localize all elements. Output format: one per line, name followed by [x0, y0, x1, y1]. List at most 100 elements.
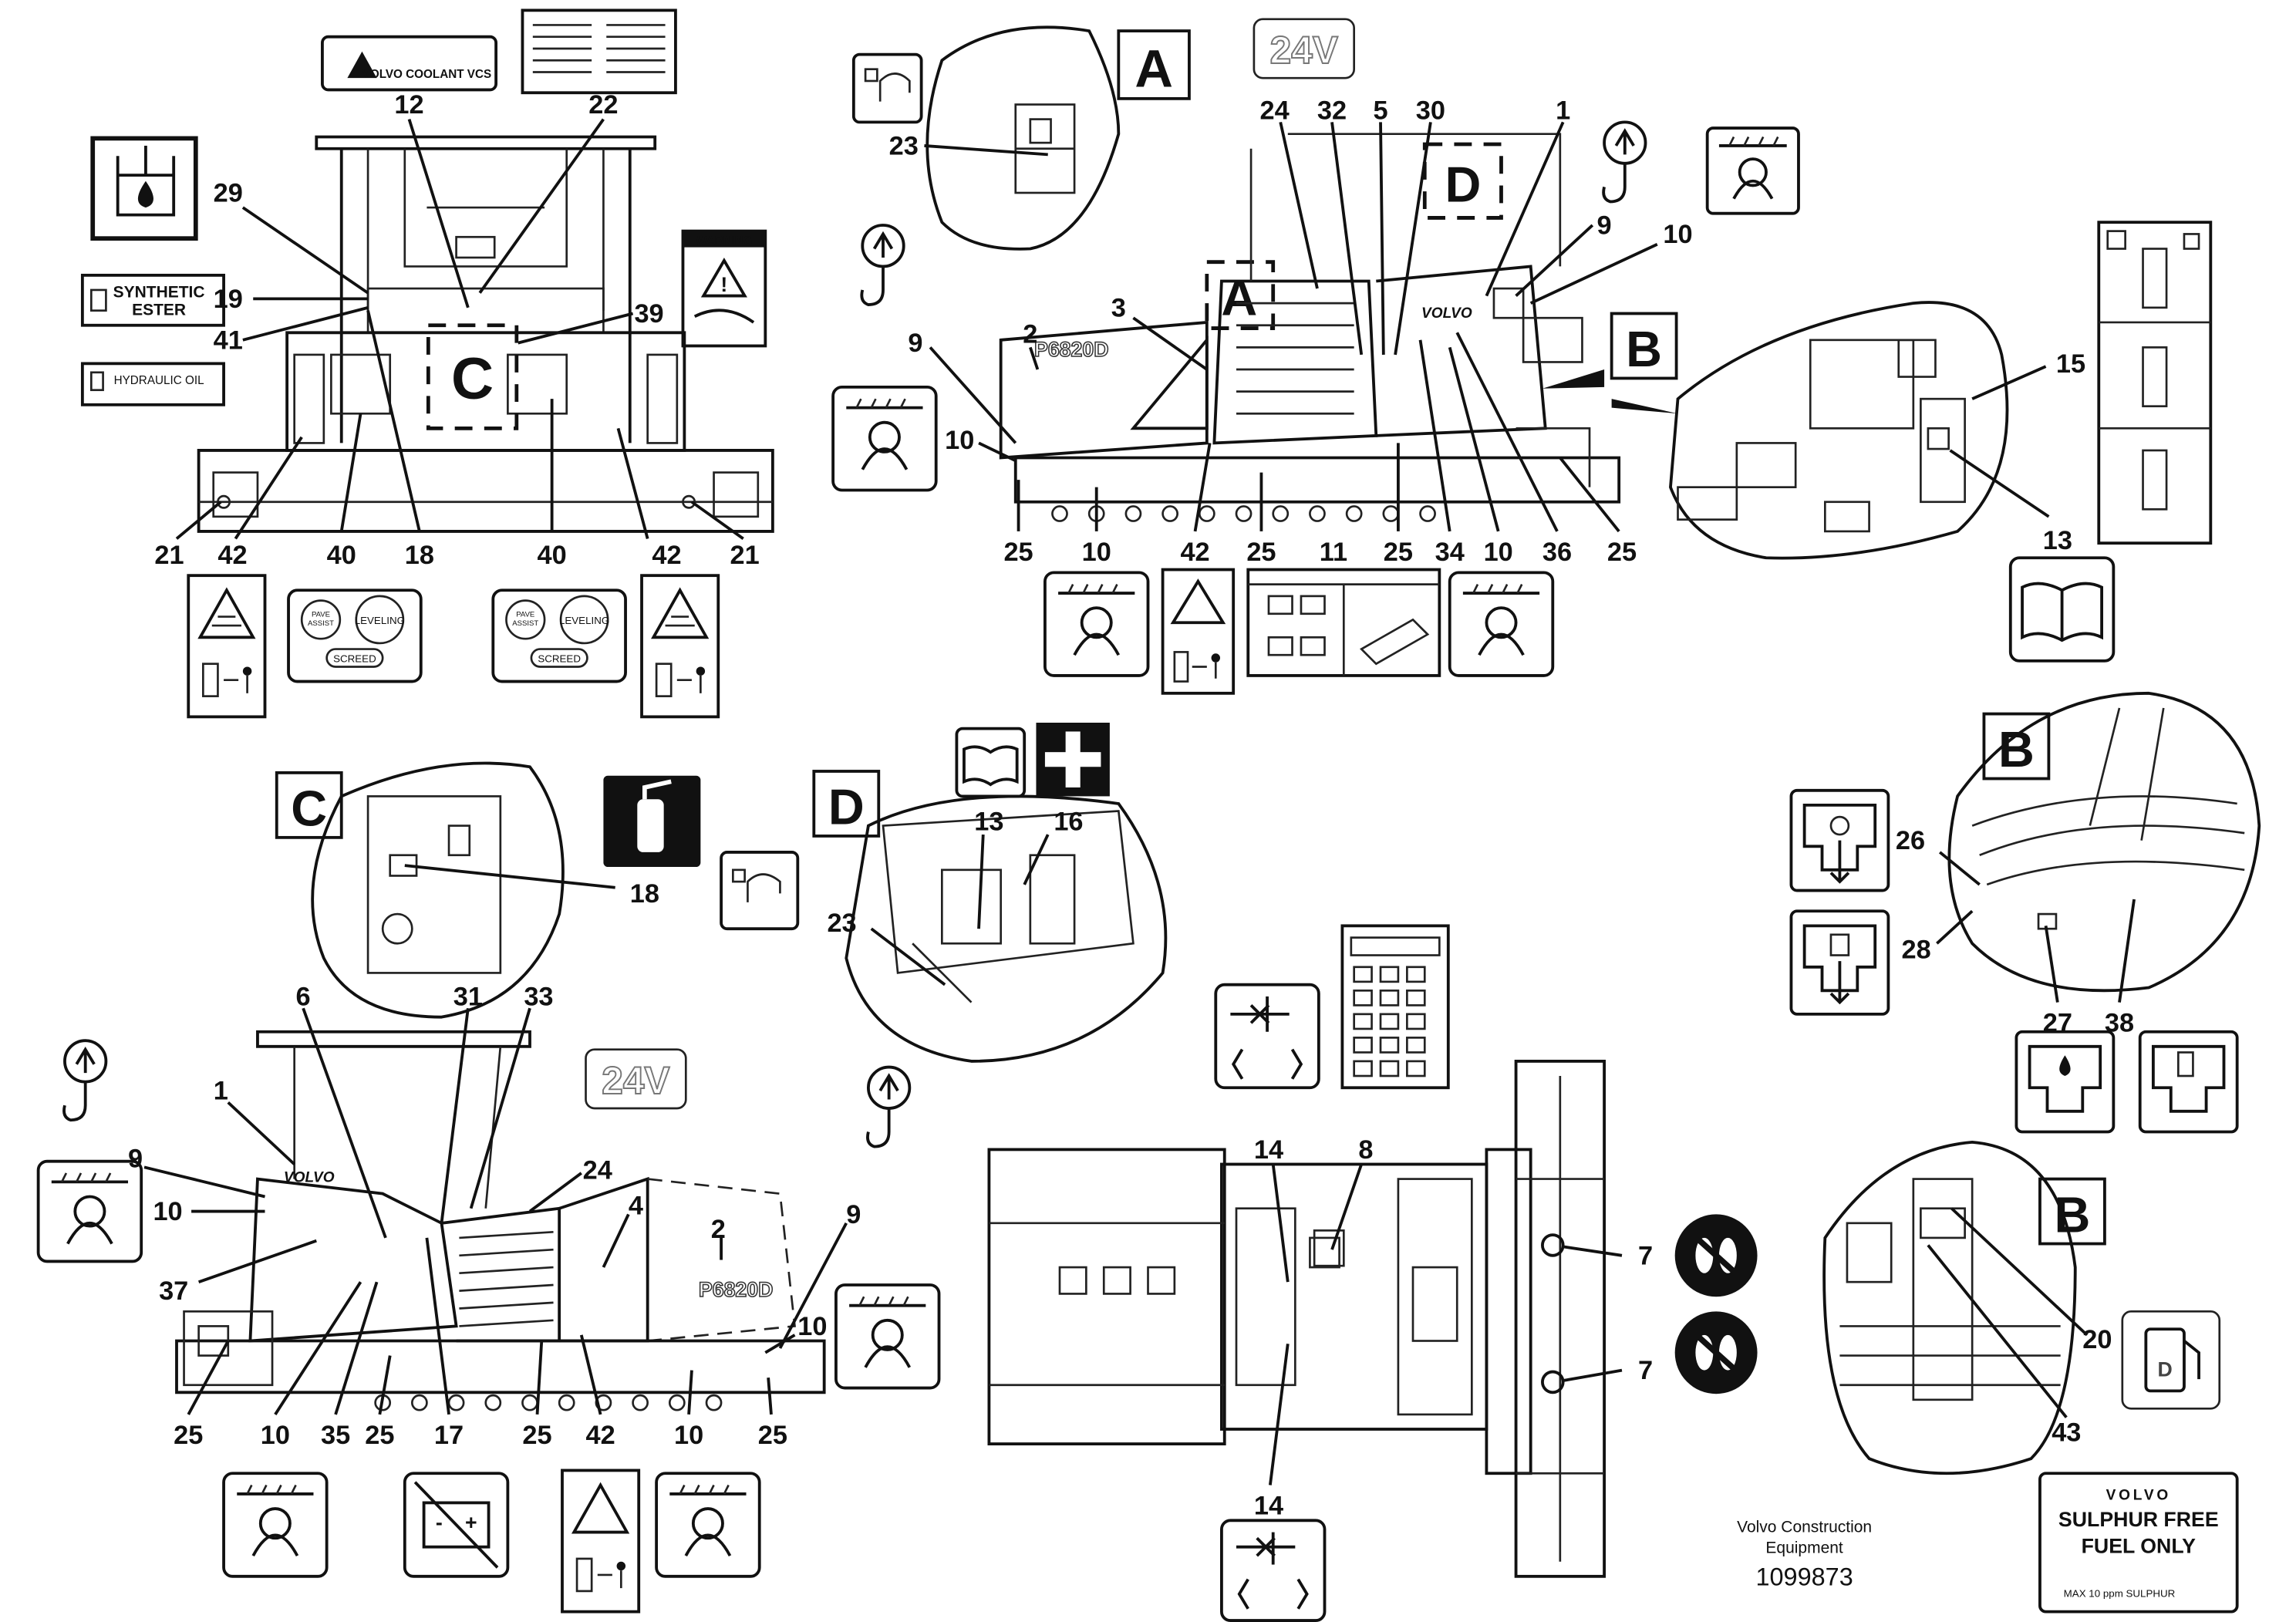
tie-down-decal-bottom-1: [1043, 571, 1150, 677]
safety-instructions-sheet: [1340, 924, 1450, 1090]
svg-text:PAVE: PAVE: [516, 611, 534, 619]
callout-1a: 1: [1556, 96, 1570, 126]
box-b-label-bottom: B: [2055, 1186, 2091, 1243]
instruction-decal-top: [521, 8, 677, 95]
detail-c-group: C 18: [275, 761, 701, 1019]
synthetic-ester-decal: SYNTHETIC ESTER: [80, 273, 225, 327]
callout-9c: 9: [128, 1144, 143, 1173]
callout-13a: 13: [2043, 526, 2072, 555]
box-b-frame-top: [1610, 312, 1678, 380]
box-c-frame: [275, 771, 343, 839]
warning-text: WARNING: [696, 234, 753, 248]
crush-hazard-decal-bottom: [561, 1469, 641, 1614]
leveling-text-right: LEVELING: [559, 615, 609, 626]
callout-29: 29: [214, 178, 243, 207]
lift-point-icon-top-1: [860, 224, 905, 306]
tie-down-icon-bottom-left: [36, 1159, 143, 1263]
svg-text:ASSIST: ASSIST: [308, 619, 334, 628]
fuel-letter: D: [2158, 1357, 2173, 1381]
pinch-point-decal-top: [1214, 983, 1320, 1090]
callout-1b: 1: [214, 1077, 228, 1106]
diesel-fuel-icon: D: [2121, 1310, 2221, 1410]
detail-b-fuel-group: B 20 43 D VOLVO SULPHUR FREE FUEL ONLY M…: [1822, 1140, 2239, 1614]
callout-25g: 25: [522, 1421, 551, 1450]
manual-book-icon-mid: [955, 727, 1027, 798]
svg-text:+: +: [465, 1511, 477, 1534]
callout-27: 27: [2043, 1009, 2072, 1038]
callout-36: 36: [1542, 538, 1572, 567]
brand-badge-bottom: VOLVO: [284, 1169, 335, 1185]
synthetic-text: SYNTHETIC: [113, 283, 205, 301]
sulphur-note: MAX 10 ppm SULPHUR: [2064, 1588, 2176, 1600]
callout-24b: 24: [583, 1156, 612, 1185]
callout-22: 22: [588, 90, 618, 120]
detail-a-bubble: [925, 25, 1121, 251]
box-b-label-mid: B: [1998, 721, 2035, 777]
callout-10f: 10: [797, 1312, 827, 1341]
box-d-frame: [812, 770, 881, 838]
lift-point-icon-bottom-1: [62, 1039, 108, 1122]
side-top-callout-lines: [929, 121, 1658, 533]
callout-35: 35: [321, 1421, 350, 1450]
svg-text:-: -: [436, 1511, 443, 1534]
detail-b-bubble-mid: [1947, 691, 2261, 993]
callout-20: 20: [2082, 1325, 2112, 1354]
callout-24a: 24: [1260, 96, 1290, 126]
callout-9b: 9: [908, 329, 922, 358]
box-a-frame: [1117, 29, 1191, 100]
crush-hazard-decal-top: [1161, 568, 1236, 695]
callout-13b: 13: [974, 807, 1003, 836]
paver-top-outline: [987, 1060, 1606, 1578]
detail-d-marker: [1422, 142, 1503, 220]
tie-down-icon-top-right: [1705, 126, 1800, 215]
coolant-text: VOLVO COOLANT VCS: [362, 68, 491, 81]
rear-callout-lines: [175, 118, 744, 541]
callout-10d: 10: [1484, 538, 1513, 567]
callout-15: 15: [2056, 349, 2085, 379]
hydraulic-oil-decal: HYDRAULIC OIL: [80, 362, 225, 406]
callout-10a: 10: [1663, 220, 1692, 249]
callout-18: 18: [405, 541, 434, 570]
pave-assist-decal-right: PAVE ASSIST LEVELING SCREED: [491, 588, 627, 683]
callout-39: 39: [634, 299, 663, 329]
callout-42c: 42: [1180, 538, 1209, 567]
drain-decal-3: [2014, 1030, 2116, 1134]
company-line-2: Equipment: [1765, 1539, 1843, 1556]
side-view-bottom-group: 24V: [36, 982, 941, 1614]
callout-28: 28: [1902, 935, 1931, 964]
callout-42b: 42: [652, 541, 681, 570]
tie-down-decal-bottom-3: [222, 1472, 329, 1578]
callout-9d: 9: [846, 1200, 861, 1229]
box-c-label: C: [291, 781, 327, 837]
screed-text-left: SCREED: [333, 653, 376, 665]
callout-23a: 23: [889, 131, 919, 160]
tie-down-icon-bottom-right: [834, 1283, 941, 1390]
ester-text: ESTER: [132, 301, 186, 319]
callout-3: 3: [1111, 293, 1126, 322]
callout-7a: 7: [1638, 1241, 1653, 1270]
callout-26: 26: [1896, 826, 1925, 855]
callout-25a: 25: [1003, 538, 1033, 567]
callout-14b: 14: [1254, 1492, 1283, 1521]
box-b-frame-mid: [1982, 712, 2051, 781]
callout-38: 38: [2105, 1009, 2134, 1038]
callout-34: 34: [1435, 538, 1465, 567]
box-b-label-top: B: [1626, 321, 1662, 377]
coolant-decal: VOLVO COOLANT VCS: [321, 35, 498, 92]
callout-25c: 25: [1384, 538, 1413, 567]
warning-decal: WARNING !: [681, 229, 767, 348]
model-badge-top: P6820D: [1034, 338, 1109, 361]
detail-c-bubble: [311, 761, 565, 1019]
detail-d-bubble: [845, 794, 1168, 1063]
first-aid-icon: [1036, 723, 1110, 797]
callout-9a: 9: [1597, 211, 1612, 240]
lift-point-icon-bottom-2: [866, 1065, 912, 1148]
svg-text:!: !: [720, 273, 727, 296]
callout-10g: 10: [261, 1421, 290, 1450]
rear-view-group: VOLVO COOLANT VCS SYNTHETIC ESTER: [80, 8, 774, 719]
pinch-point-decal-bottom: [1220, 1519, 1327, 1622]
callout-16: 16: [1054, 807, 1083, 836]
drain-decal-1: [1789, 788, 1890, 892]
callout-25e: 25: [174, 1421, 203, 1450]
